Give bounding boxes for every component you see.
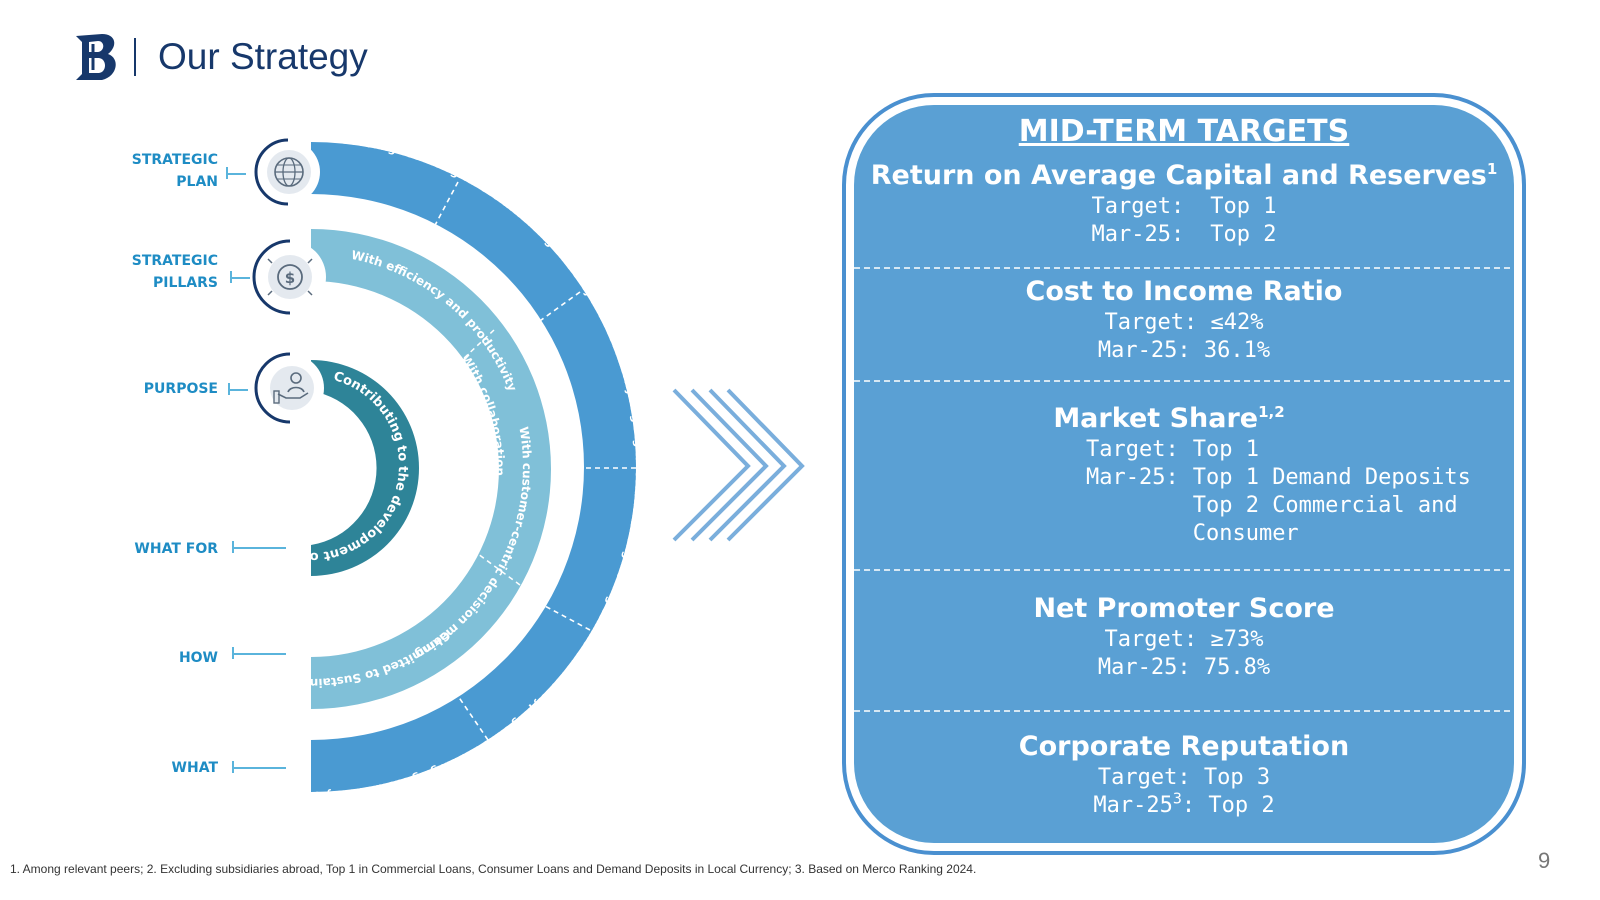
row-value: Top 2 — [1210, 222, 1277, 247]
target-title: Market Share1,2 — [812, 402, 1526, 436]
target-title-text: Cost to Income Ratio — [1025, 276, 1343, 307]
connector-purpose — [228, 389, 248, 391]
row-label: Target: — [1091, 194, 1185, 219]
targets-panel-background — [842, 93, 1526, 855]
connector-strategic-pillars — [230, 277, 250, 279]
row-value: Consumer — [1192, 521, 1299, 546]
target-section-nps: Net Promoter Score Target: ≥73% Mar-25: … — [842, 592, 1526, 682]
connector-tick — [228, 383, 230, 395]
target-row: Mar-25: 36.1% — [842, 337, 1526, 365]
connector-tick — [232, 647, 234, 659]
target-title: Corporate Reputation — [842, 730, 1526, 764]
target-title: Cost to Income Ratio — [842, 275, 1526, 309]
row-label: Mar-25 — [1093, 793, 1173, 818]
row-label: Target: — [1086, 437, 1179, 462]
middle-ring-inner-line — [310, 285, 493, 649]
footnote-ref: 1 — [1486, 160, 1498, 178]
svg-text:$: $ — [285, 269, 295, 287]
target-section-market-share: Market Share1,2 Target: Top 1 Mar-25: Top … — [842, 402, 1526, 548]
row-label: Mar-25: — [1091, 222, 1185, 247]
target-row: Mar-25: 75.8% — [842, 654, 1526, 682]
globe-icon — [254, 138, 320, 206]
row-label: Mar-25: — [1097, 655, 1191, 680]
row-label: Target: — [1104, 310, 1198, 335]
middle-ring — [311, 229, 551, 709]
bank-logo — [76, 34, 116, 80]
coin-icon: $ — [252, 239, 326, 315]
connector-tick — [230, 271, 232, 283]
target-row: Mar-253: Top 2 — [842, 789, 1526, 820]
row-label: Target: — [1097, 765, 1191, 790]
row-value: Top 2 — [1208, 793, 1275, 818]
row-value: 36.1% — [1203, 338, 1271, 363]
row-value: ≥73% — [1210, 627, 1264, 652]
inner-ring — [311, 360, 419, 576]
target-section-reputation: Corporate Reputation Target: Top 3 Mar-2… — [842, 730, 1526, 820]
target-title-text: Market Share — [1053, 403, 1259, 434]
connector-tick — [226, 167, 228, 179]
row-label — [1086, 520, 1179, 548]
strategy-ring-diagram: Contributing to the development of Chile… — [0, 0, 805, 792]
label-purpose: PURPOSE — [18, 378, 218, 400]
connector-tick — [232, 761, 234, 773]
label-what-for-text: WHAT FOR — [134, 541, 218, 557]
row-value: Top 1 Demand Deposits — [1192, 465, 1471, 490]
row-value: Top 1 — [1210, 194, 1277, 219]
footnote-ref: 3 — [1172, 789, 1182, 808]
footnote: 1. Among relevant peers; 2. Excluding su… — [10, 862, 977, 876]
header-divider — [134, 38, 136, 76]
row-label: Target: — [1104, 627, 1198, 652]
connector-how — [232, 653, 286, 655]
targets-heading-block: MID-TERM TARGETS — [842, 113, 1526, 151]
target-title-text: Net Promoter Score — [1033, 593, 1335, 624]
connector-what-for — [232, 547, 286, 549]
label-what-for: WHAT FOR — [18, 538, 218, 560]
target-section-roacr: Return on Average Capital and Reserves1 … — [842, 159, 1526, 249]
target-section-cost-income: Cost to Income Ratio Target: ≤42% Mar-25… — [842, 275, 1526, 365]
row-value: Top 3 — [1203, 765, 1271, 790]
label-purpose-text: PURPOSE — [143, 381, 218, 397]
row-label-suffix: : — [1181, 793, 1196, 818]
row-value: Top 2 Commercial and — [1192, 493, 1458, 518]
row-label: Mar-25: — [1097, 338, 1191, 363]
target-title-text: Corporate Reputation — [1018, 731, 1350, 762]
ring-text-how-4: Committed to Sustainability and Chile — [0, 0, 453, 690]
connector-strategic-plan — [226, 173, 246, 175]
row-value: ≤42% — [1210, 310, 1264, 335]
target-rows: Target: Top 1 Mar-25: Top 2 — [842, 193, 1526, 249]
outer-ring — [311, 142, 636, 792]
chevron-arrows-icon — [672, 388, 805, 542]
target-row: Target: ≤42% — [842, 309, 1526, 337]
label-how-text: HOW — [178, 650, 218, 666]
target-row: Target: ≥73% — [842, 626, 1526, 654]
target-title: Net Promoter Score — [842, 592, 1526, 626]
label-what-text: WHAT — [171, 760, 218, 776]
row-value: Top 1 — [1192, 437, 1259, 462]
middle-ring-dividers — [461, 329, 521, 586]
row-label — [1086, 492, 1179, 520]
row-value: 75.8% — [1203, 655, 1271, 680]
connector-tick — [232, 541, 234, 553]
footnote-ref: 1,2 — [1258, 403, 1285, 421]
connector-what — [232, 767, 286, 769]
row-label: Mar-25: — [1086, 465, 1179, 490]
mid-term-targets-heading: MID-TERM TARGETS — [1018, 114, 1350, 149]
page-number: 9 — [1538, 848, 1551, 873]
target-title-text: Return on Average Capital and Reserves — [870, 160, 1487, 191]
target-rows: Target: Top 1 Mar-25: Top 1 Demand Deposit… — [1086, 436, 1526, 548]
label-how: HOW — [18, 647, 218, 669]
page-title: Our Strategy — [158, 36, 368, 77]
target-title: Return on Average Capital and Reserves1 — [842, 159, 1526, 193]
label-what: WHAT — [18, 757, 218, 779]
mid-term-targets-panel: MID-TERM TARGETS Return on Average Capit… — [842, 93, 1526, 855]
target-row: Target: Top 3 — [842, 764, 1526, 792]
hand-person-icon — [254, 352, 324, 424]
page-header: Our Strategy — [72, 30, 368, 84]
